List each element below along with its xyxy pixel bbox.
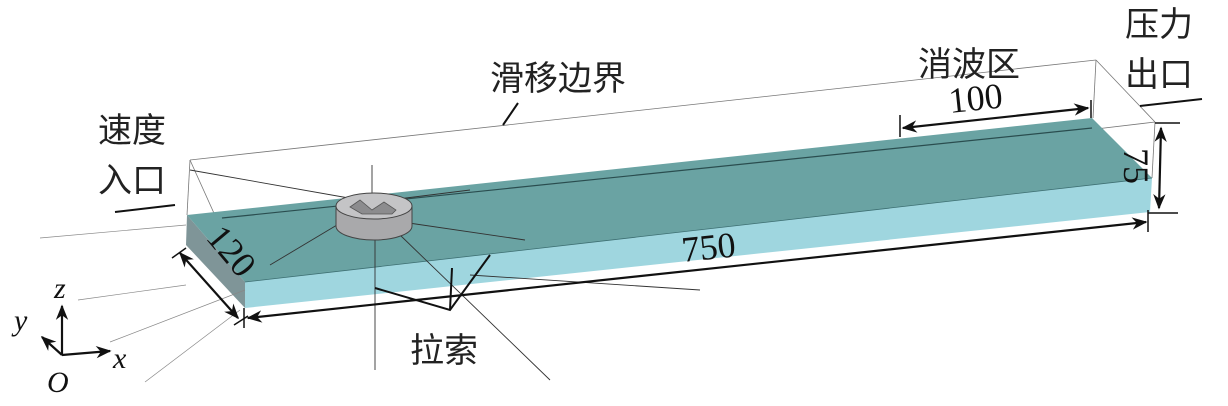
mooring-cables-label: 拉索 (410, 331, 478, 371)
length-dimension-label: 750 (680, 225, 738, 270)
pressure-outlet-label-1: 压力 (1125, 5, 1193, 45)
slip-boundary-label: 滑移边界 (490, 59, 626, 99)
absorption-length-label: 100 (947, 76, 1005, 121)
wave-absorption-zone-label: 消波区 (918, 45, 1020, 85)
background-lines (39, 224, 246, 383)
floating-cylinder (335, 192, 413, 241)
origin-label: O (47, 366, 69, 399)
velocity-inlet-label-2: 入口 (98, 161, 166, 201)
leader-lines (114, 98, 1203, 312)
velocity-inlet-label-1: 速度 (98, 111, 166, 151)
depth-dimension-label: 75 (1116, 148, 1156, 184)
z-axis-label: z (53, 272, 66, 305)
coordinate-axes (40, 304, 112, 359)
y-axis-label: y (11, 304, 28, 337)
dimension-lines (171, 100, 1180, 328)
pressure-outlet-label-2: 出口 (1125, 55, 1193, 95)
x-axis-label: x (112, 342, 127, 375)
